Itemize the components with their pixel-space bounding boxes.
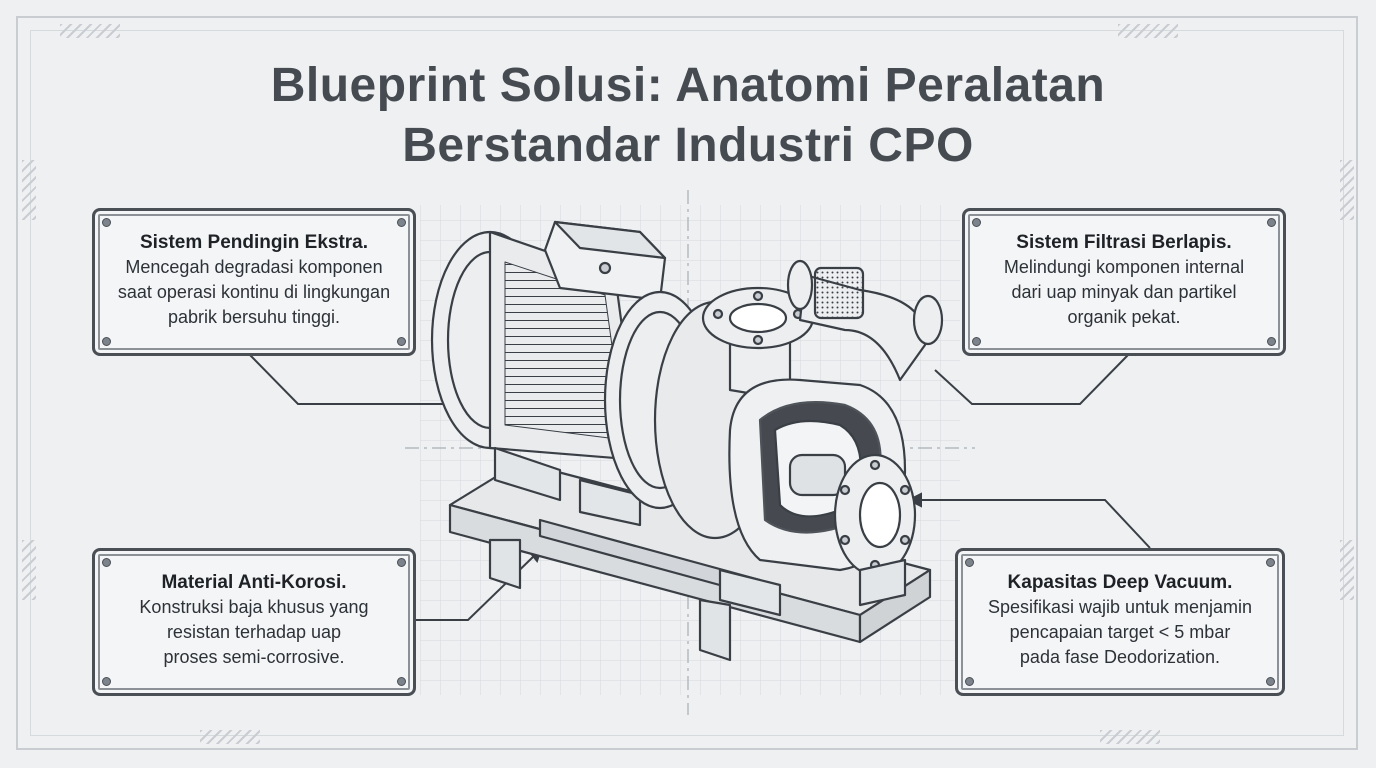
- callout-material: Material Anti-Korosi. Konstruksi baja kh…: [92, 548, 416, 696]
- callout-title: Sistem Pendingin Ekstra.: [139, 232, 369, 253]
- bolt-icon: [839, 534, 851, 546]
- callout-description: Melindungi komponen internal dari uap mi…: [979, 255, 1269, 330]
- leader-line-vacuum: [915, 499, 1151, 549]
- callout-line: Mencegah degradasi komponen: [125, 257, 383, 277]
- filter-mesh: [813, 266, 865, 320]
- title-line-2: Berstandar Industri CPO: [402, 119, 974, 172]
- leader-line-filtration: [934, 354, 1129, 405]
- filter-inlet: [786, 259, 814, 311]
- inner-frame: [30, 30, 1344, 736]
- callout-line: saat operasi kontinu di lingkungan: [117, 282, 391, 302]
- callout-description: Spesifikasi wajib untuk menjamin pencapa…: [972, 595, 1268, 670]
- leader-line-cooling: [249, 354, 468, 405]
- callout-line: Melindungi komponen internal: [1003, 257, 1245, 277]
- screw-icon: [972, 337, 981, 346]
- motor-foot: [578, 478, 642, 527]
- callout-line: pada fase Deodorization.: [1019, 647, 1221, 667]
- screw-icon: [102, 558, 111, 567]
- base-leg: [698, 598, 732, 662]
- frame-hatch: [1100, 730, 1160, 744]
- bolt-icon: [712, 308, 724, 320]
- bolt-icon: [869, 459, 881, 471]
- screw-icon: [1267, 218, 1276, 227]
- callout-vacuum: Kapasitas Deep Vacuum. Spesifikasi wajib…: [955, 548, 1285, 696]
- callout-title: Sistem Filtrasi Berlapis.: [1016, 232, 1232, 253]
- screw-icon: [1266, 677, 1275, 686]
- callout-line: resistan terhadap uap: [166, 622, 342, 642]
- front-flange-opening: [858, 481, 902, 549]
- screw-icon: [102, 218, 111, 227]
- callout-line: Konstruksi baja khusus yang: [139, 597, 369, 617]
- filter-outlet: [912, 294, 944, 346]
- screw-icon: [972, 218, 981, 227]
- callout-line: dari uap minyak dan partikel: [1011, 282, 1237, 302]
- outer-frame: [16, 16, 1358, 750]
- screw-icon: [397, 218, 406, 227]
- bolt-icon: [899, 484, 911, 496]
- callout-title: Material Anti-Korosi.: [161, 572, 347, 593]
- bolt-icon: [752, 334, 764, 346]
- bolt-icon: [899, 534, 911, 546]
- frame-hatch: [1118, 24, 1178, 38]
- callout-description: Konstruksi baja khusus yang resistan ter…: [109, 595, 399, 670]
- pump-foot: [718, 568, 782, 617]
- base-side: [858, 568, 932, 644]
- callout-line: pencapaian target < 5 mbar: [1009, 622, 1231, 642]
- base-leg: [488, 538, 522, 590]
- frame-hatch: [1340, 160, 1354, 220]
- screw-icon: [1266, 558, 1275, 567]
- screw-icon: [965, 677, 974, 686]
- title-line-1: Blueprint Solusi: Anatomi Peralatan: [270, 59, 1106, 112]
- page-title: Blueprint Solusi: Anatomi Peralatan Bers…: [0, 56, 1376, 176]
- callout-line: pabrik bersuhu tinggi.: [167, 307, 341, 327]
- screw-icon: [102, 337, 111, 346]
- shaft-seal: [788, 453, 847, 497]
- bolt-icon: [839, 484, 851, 496]
- frame-hatch: [200, 730, 260, 744]
- bolt-icon: [598, 261, 612, 275]
- bolt-icon: [752, 290, 764, 302]
- top-flange-opening: [728, 302, 788, 334]
- screw-icon: [397, 337, 406, 346]
- pump-foot: [858, 558, 907, 607]
- terminal-box-lid: [553, 220, 667, 260]
- callout-filtration: Sistem Filtrasi Berlapis. Melindungi kom…: [962, 208, 1286, 356]
- callout-line: proses semi-corrosive.: [163, 647, 345, 667]
- callout-cooling: Sistem Pendingin Ekstra. Mencegah degrad…: [92, 208, 416, 356]
- frame-hatch: [1340, 540, 1354, 600]
- callout-description: Mencegah degradasi komponen saat operasi…: [109, 255, 399, 330]
- screw-icon: [397, 558, 406, 567]
- screw-icon: [1267, 337, 1276, 346]
- motor-foot: [493, 446, 562, 502]
- screw-icon: [102, 677, 111, 686]
- callout-title: Kapasitas Deep Vacuum.: [1007, 572, 1233, 593]
- frame-hatch: [22, 160, 36, 220]
- frame-hatch: [22, 540, 36, 600]
- callout-line: Spesifikasi wajib untuk menjamin: [987, 597, 1253, 617]
- screw-icon: [397, 677, 406, 686]
- callout-line: organik pekat.: [1067, 307, 1181, 327]
- frame-hatch: [60, 24, 120, 38]
- centrifugal-pump-illustration: [430, 220, 944, 662]
- screw-icon: [965, 558, 974, 567]
